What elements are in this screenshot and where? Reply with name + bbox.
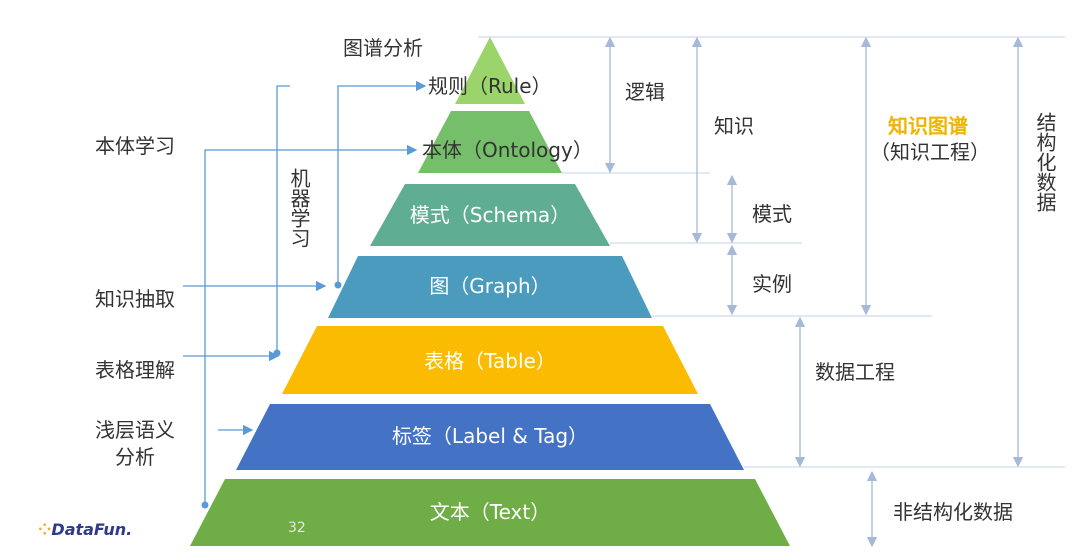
data-engineering-label: 数据工程 [815, 360, 895, 384]
ontology-learning-label: 本体学习 [95, 134, 175, 158]
instance-label: 实例 [752, 272, 792, 296]
knowledge-extraction-label: 知识抽取 [95, 287, 175, 311]
logic-label: 逻辑 [625, 80, 665, 104]
layer-graph-label: 图（Graph） [429, 274, 551, 298]
schema-bracket-label: 模式 [752, 202, 792, 226]
kg-subtitle: （知识工程） [870, 140, 990, 164]
logo-text: DataFun. [51, 520, 133, 539]
right-brackets [604, 36, 1024, 548]
graph-analysis-label: 图谱分析 [343, 36, 423, 60]
layer-text-label: 文本（Text） [429, 500, 551, 524]
layer-rule-label: 规则（Rule） [428, 74, 552, 98]
layer-label-label: 标签（Label & Tag） [391, 424, 589, 448]
layer-text [190, 479, 790, 546]
knowledge-label: 知识 [714, 114, 754, 138]
datafun-logo: ⁘DataFun. [38, 520, 132, 539]
layer-table [282, 326, 698, 394]
layer-table-label: 表格（Table） [424, 349, 556, 373]
table-understanding-label: 表格理解 [95, 358, 175, 382]
layer-rule [455, 37, 525, 104]
layer-schema-label: 模式（Schema） [409, 203, 571, 227]
layer-schema [370, 184, 610, 246]
layer-label [236, 404, 744, 470]
layer-graph [328, 256, 652, 318]
kg-title: 知识图谱 [888, 114, 968, 138]
machine-learning-label: 机器学习 [287, 168, 311, 248]
shallow-semantic-label-line2: 分析 [115, 445, 155, 469]
layer-ontology-label: 本体（Ontology） [422, 138, 593, 162]
structured-data-label: 结构化数据 [1033, 112, 1057, 212]
right-horizontal-lines [478, 36, 1065, 468]
layer-ontology [418, 111, 562, 173]
page-number: 32 [288, 520, 306, 536]
left-connectors [183, 80, 427, 505]
logo-dots-icon: ⁘ [38, 520, 52, 539]
unstructured-data-label: 非结构化数据 [893, 500, 1013, 524]
connector-dots [201, 281, 342, 509]
shallow-semantic-label-line1: 浅层语义 [95, 418, 175, 442]
